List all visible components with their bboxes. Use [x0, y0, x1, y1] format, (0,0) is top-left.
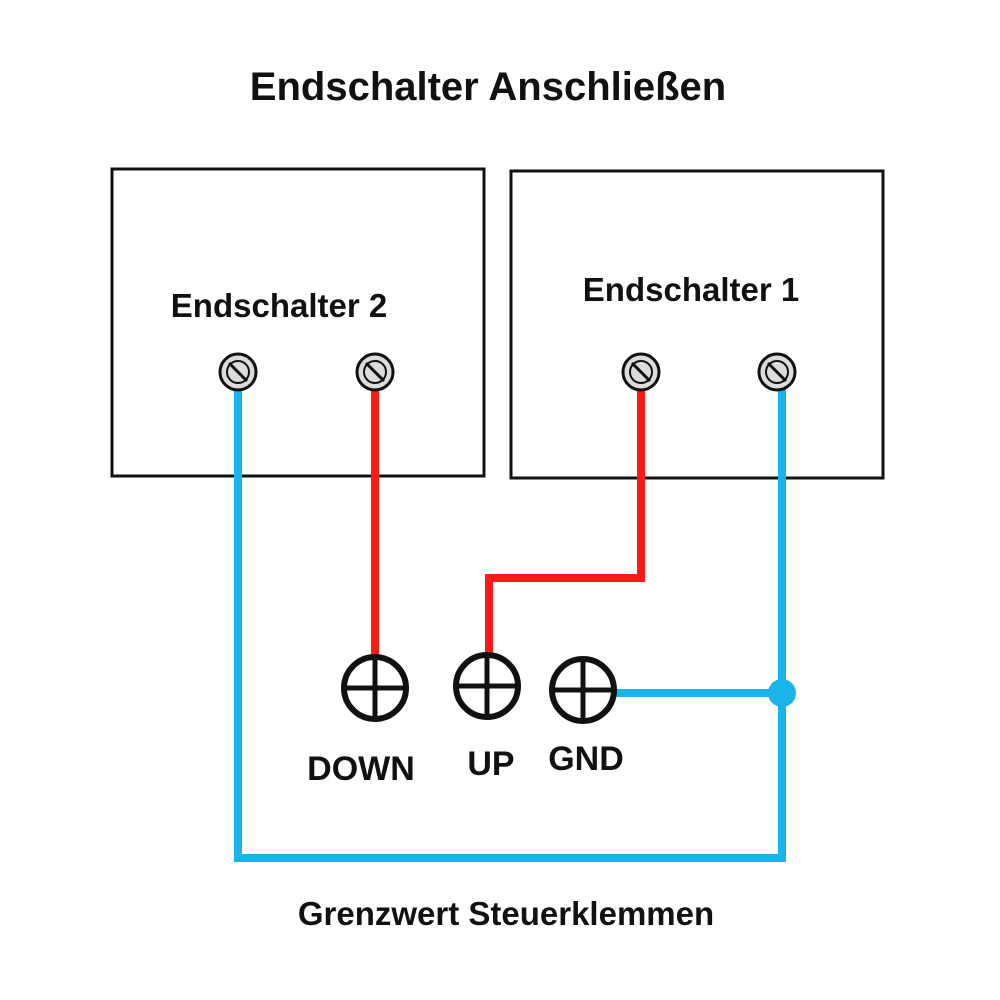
screw-icon [355, 352, 395, 392]
red-wires [371, 386, 645, 668]
screw-icon [218, 352, 258, 392]
diagram-title: Endschalter Anschließen [250, 65, 726, 109]
up-wire [485, 386, 645, 668]
terminal-gnd-label: GND [548, 740, 624, 778]
blue-wires [234, 386, 786, 862]
terminal-up-label: UP [467, 745, 514, 783]
screw-icon [621, 352, 661, 392]
endschalter-1-label: Endschalter 1 [583, 271, 799, 308]
terminal-gnd-icon [549, 656, 617, 724]
endschalter-1-box [509, 169, 885, 480]
terminal-up-icon [453, 652, 521, 720]
terminals-caption: Grenzwert Steuerklemmen [298, 895, 714, 932]
switch-screws [218, 352, 797, 392]
terminal-down-label: DOWN [307, 750, 415, 788]
wire-junction-dot [768, 679, 796, 707]
endschalter-2-label: Endschalter 2 [171, 287, 387, 324]
screw-icon [757, 352, 797, 392]
endschalter-2-box [110, 167, 486, 478]
ground-loop-wire [234, 386, 786, 862]
terminal-down-icon [341, 654, 409, 722]
